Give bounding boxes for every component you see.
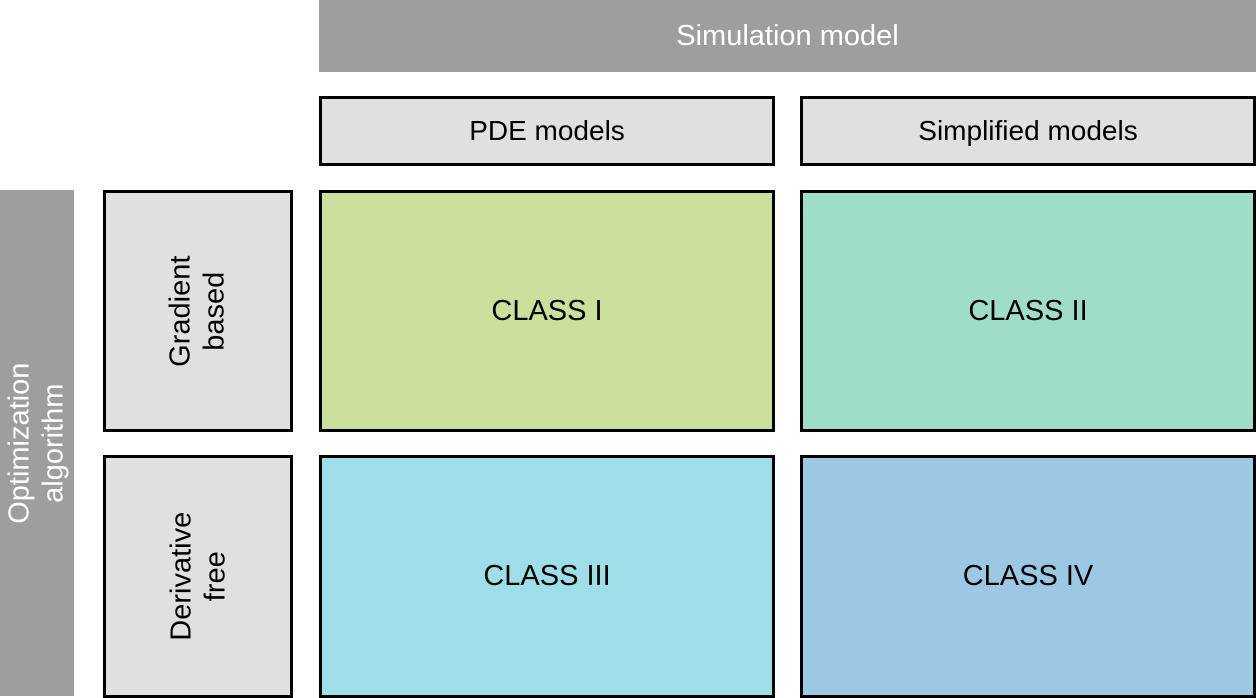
- cell-label: CLASS II: [968, 294, 1088, 327]
- x-axis-bar: Simulation model: [319, 0, 1256, 72]
- y-axis-bar: Optimization algorithm: [0, 190, 74, 696]
- x-axis-label: Simulation model: [676, 19, 899, 52]
- column-header-simplified-models: Simplified models: [800, 96, 1256, 166]
- column-header-label: Simplified models: [918, 115, 1138, 146]
- row-header-label: Derivative free: [164, 512, 231, 641]
- column-header-pde-models: PDE models: [319, 96, 775, 166]
- column-header-label: PDE models: [469, 115, 625, 146]
- row-header-label: Gradient based: [164, 255, 231, 367]
- cell-class-1: CLASS I: [319, 190, 775, 432]
- row-header-derivative-free: Derivative free: [103, 455, 293, 698]
- cell-class-2: CLASS II: [800, 190, 1256, 432]
- cell-label: CLASS III: [483, 560, 611, 592]
- cell-class-3: CLASS III: [319, 455, 775, 698]
- cell-class-4: CLASS IV: [800, 455, 1256, 698]
- row-header-gradient-based: Gradient based: [103, 190, 293, 432]
- cell-label: CLASS I: [491, 294, 603, 327]
- y-axis-label: Optimization algorithm: [3, 362, 71, 524]
- cell-label: CLASS IV: [962, 560, 1094, 592]
